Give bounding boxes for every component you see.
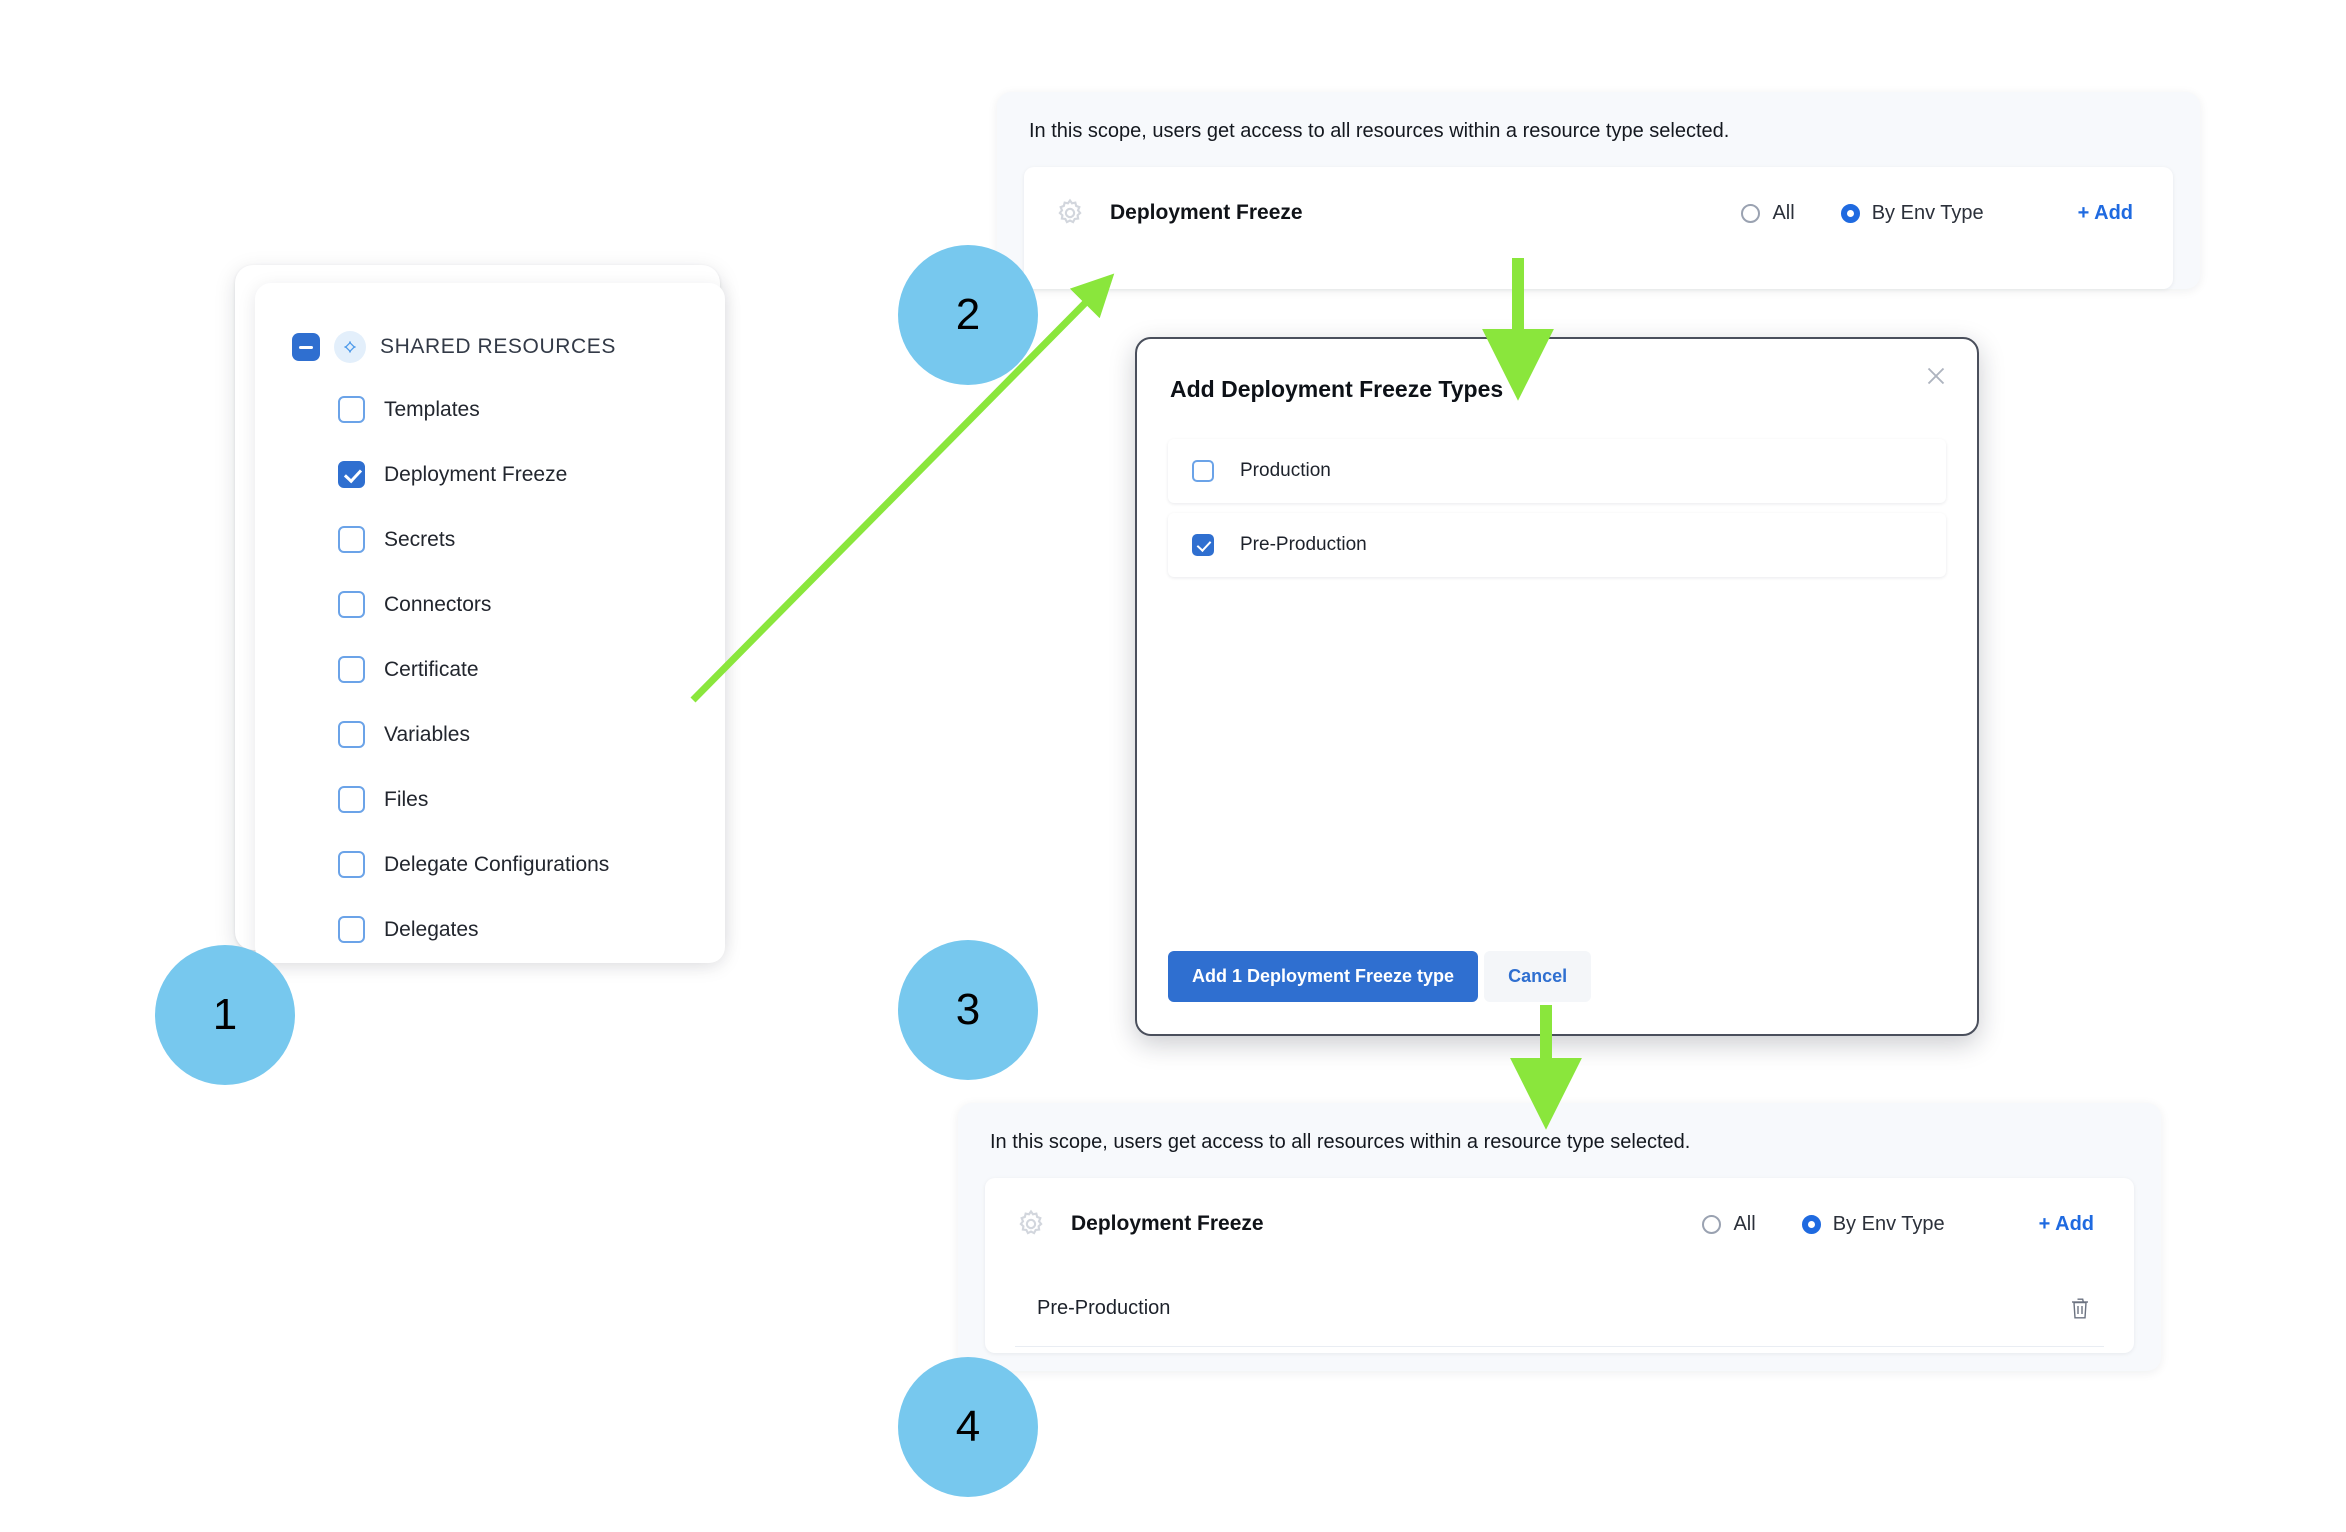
checkbox-connectors[interactable] [338,591,365,618]
list-item[interactable]: Variables [255,702,725,767]
list-item[interactable]: Files [255,767,725,832]
scope-radio-group: All By Env Type [1702,1212,1945,1236]
add-button[interactable]: + Add [2038,1212,2094,1235]
radio-label-by-env-type: By Env Type [1832,1212,1945,1235]
list-item-label: Pre-Production [1240,534,1367,555]
checkbox-delegates[interactable] [338,916,365,943]
checkbox-secrets[interactable] [338,526,365,553]
scope-panel-after: In this scope, users get access to all r… [958,1103,2161,1371]
list-item-label: Production [1240,460,1331,481]
radio-icon-all[interactable] [1702,1214,1722,1234]
step-badge-2-number: 2 [955,290,981,339]
step-badge-4-number: 4 [955,1402,981,1451]
radio-label-by-env-type: By Env Type [1871,201,1984,224]
radio-icon-by-env-type[interactable] [1840,203,1860,223]
scope-radio-group: All By Env Type [1741,201,1984,225]
checkbox-files[interactable] [338,786,365,813]
add-deployment-freeze-types-modal: Add Deployment Freeze Types Production P… [1135,337,1979,1036]
close-icon[interactable] [1921,361,1951,391]
list-item-label: Certificate [384,657,479,681]
step-badge-2: 2 [898,245,1038,385]
shared-resources-header[interactable]: SHARED RESOURCES [255,283,725,363]
list-item-label: Variables [384,722,470,746]
list-item[interactable]: Pre-Production [1168,513,1946,577]
add-button[interactable]: + Add [2077,201,2133,224]
list-item-label: Templates [384,397,480,421]
nodes-diamond-icon [334,331,366,363]
list-item-label: Connectors [384,592,492,616]
step-badge-4: 4 [898,1357,1038,1497]
scope-note: In this scope, users get access to all r… [990,1131,1691,1153]
radio-label-all: All [1733,1212,1756,1235]
selected-item-label: Pre-Production [1037,1296,1171,1319]
step-badge-3-number: 3 [955,985,981,1034]
arrow-sidebar-to-top-panel [690,273,1115,703]
selected-item-row: Pre-Production [1015,1270,2104,1347]
checkbox-delegate-configurations[interactable] [338,851,365,878]
checkbox-templates[interactable] [338,396,365,423]
checkbox-certificate[interactable] [338,656,365,683]
checkbox-pre-production[interactable] [1192,534,1214,556]
list-item-label: Deployment Freeze [384,462,568,486]
add-freeze-type-button[interactable]: Add 1 Deployment Freeze type [1168,951,1479,1002]
gear-icon [1015,1208,1047,1240]
list-item[interactable]: Deployment Freeze [255,442,725,507]
list-item[interactable]: Delegate Configurations [255,832,725,897]
shared-resources-title: SHARED RESOURCES [380,335,616,358]
radio-icon-all[interactable] [1741,203,1761,223]
step-badge-1-number: 1 [212,990,238,1039]
radio-option-by-env-type[interactable]: By Env Type [1840,201,1984,225]
checkbox-deployment-freeze[interactable] [338,461,365,488]
list-item[interactable]: Templates [255,377,725,442]
trash-icon[interactable] [2068,1295,2092,1321]
resource-type-title: Deployment Freeze [1110,201,1303,224]
list-item[interactable]: Delegates [255,897,725,962]
scope-panel-before: In this scope, users get access to all r… [997,92,2200,289]
shared-resources-checkbox[interactable] [292,333,320,361]
cancel-button[interactable]: Cancel [1484,951,1592,1002]
resource-type-row: Deployment Freeze All By Env Type + Add [1024,167,2173,259]
resource-type-card: Deployment Freeze All By Env Type + Add [1024,167,2173,289]
list-item-label: Secrets [384,527,456,551]
radio-option-by-env-type[interactable]: By Env Type [1801,1212,1945,1236]
checkbox-variables[interactable] [338,721,365,748]
list-item[interactable]: Secrets [255,507,725,572]
radio-icon-by-env-type[interactable] [1801,1214,1821,1234]
freeze-type-options: Production Pre-Production [1168,439,1946,587]
resource-type-row: Deployment Freeze All By Env Type + Add [985,1178,2134,1270]
shared-resources-list: Templates Deployment Freeze Secrets Conn… [255,377,725,962]
step-badge-3: 3 [898,940,1038,1080]
scope-note: In this scope, users get access to all r… [1029,120,1730,142]
resource-type-title: Deployment Freeze [1071,1212,1264,1235]
list-item[interactable]: Production [1168,439,1946,503]
list-item-label: Delegates [384,917,479,941]
list-item-label: Delegate Configurations [384,852,610,876]
radio-option-all[interactable]: All [1741,201,1795,225]
modal-footer: Add 1 Deployment Freeze type Cancel [1168,951,1592,1002]
step-badge-1: 1 [155,945,295,1085]
radio-option-all[interactable]: All [1702,1212,1756,1236]
radio-label-all: All [1772,201,1795,224]
list-item-label: Files [384,787,429,811]
list-item[interactable]: Certificate [255,637,725,702]
list-item[interactable]: Connectors [255,572,725,637]
resource-type-card: Deployment Freeze All By Env Type + Add … [985,1178,2134,1353]
checkbox-production[interactable] [1192,460,1214,482]
modal-title: Add Deployment Freeze Types [1170,376,1504,402]
gear-icon [1054,197,1086,229]
shared-resources-panel: SHARED RESOURCES Templates Deployment Fr… [255,283,725,963]
